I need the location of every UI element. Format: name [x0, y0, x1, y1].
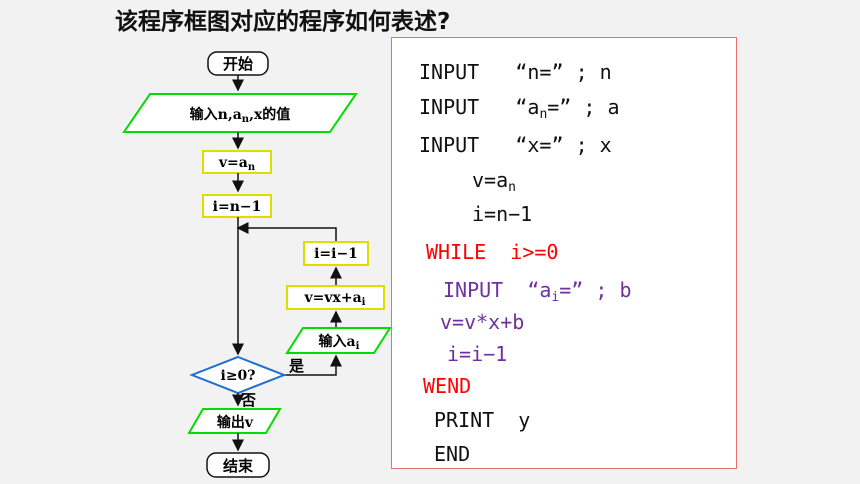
code-line-4: v=an: [472, 168, 516, 195]
code-line-1: INPUT “n=” ; n: [419, 60, 612, 84]
assign-v-label: v=an: [218, 155, 256, 173]
flowchart: 开始 输入n,an,x的值 v=an i=n−1 i=i−1 v=vx+ai 输…: [122, 51, 392, 478]
input-ai-parallelogram: [285, 327, 392, 354]
code-line-while: WHILE i>=0: [426, 240, 559, 264]
page-title: 该程序框图对应的程序如何表述?: [115, 9, 451, 35]
start-label: 开始: [223, 55, 253, 73]
code-line-2: INPUT “an=” ; a: [419, 95, 620, 122]
update-v-label: v=vx+ai: [304, 290, 366, 308]
yes-label: 是: [288, 357, 305, 375]
no-label: 否: [240, 391, 256, 409]
output-label: 输出v: [217, 414, 254, 431]
condition-label: i≥0?: [221, 368, 256, 384]
code-line-3: INPUT “x=” ; x: [419, 133, 612, 157]
code-line-end: END: [434, 442, 471, 466]
input-ai-label: 输入ai: [319, 333, 360, 352]
assign-v-box: [202, 150, 272, 174]
update-i-box: [303, 241, 369, 266]
code-line-wend: WEND: [423, 374, 472, 398]
code-line-print: PRINT y: [434, 408, 531, 432]
code-line-9: i=i−1: [447, 342, 508, 366]
code-panel: INPUT “n=” ; n INPUT “an=” ; a INPUT “x=…: [391, 37, 737, 469]
input-n-label: 输入n,an,x的值: [190, 106, 291, 125]
update-v-box: [286, 285, 385, 310]
code-line-5: i=n−1: [472, 202, 533, 226]
input-n-parallelogram: [122, 93, 358, 133]
output-parallelogram: [187, 408, 282, 434]
update-i-label: i=i−1: [314, 246, 358, 262]
end-terminal: [206, 452, 270, 478]
assign-i-box: [202, 194, 272, 218]
end-label: 结束: [223, 457, 254, 475]
assign-i-label: i=n−1: [213, 199, 262, 215]
code-line-8: v=v*x+b: [440, 310, 525, 334]
code-line-7: INPUT “ai=” ; b: [443, 278, 632, 305]
